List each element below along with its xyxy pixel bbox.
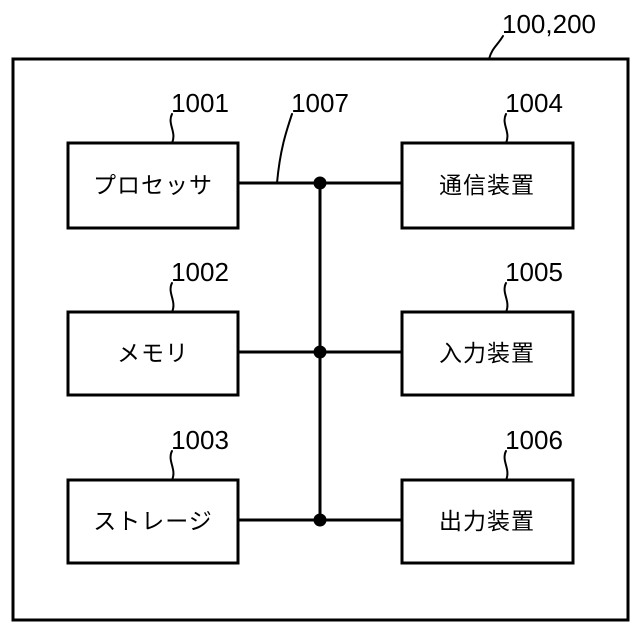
block-input-device-leader-line <box>503 282 509 313</box>
block-memory-label: メモリ <box>117 341 189 367</box>
bus-junction-dot-row-1 <box>313 176 327 190</box>
block-communication-device-box[interactable] <box>400 141 575 230</box>
bus-junction-dot-row-3 <box>313 513 327 527</box>
block-communication-device-label: 通信装置 <box>439 173 535 199</box>
bus-leader-line <box>276 113 293 184</box>
block-storage[interactable]: ストレージ <box>66 478 240 565</box>
block-input-device-box[interactable] <box>400 310 575 397</box>
block-memory-reference-number: 1002 <box>171 257 229 287</box>
block-memory[interactable]: メモリ <box>66 310 240 397</box>
block-output-device-reference-number: 1006 <box>505 425 563 455</box>
block-output-device-leader-line <box>503 450 509 481</box>
block-storage-reference-number: 1003 <box>171 425 229 455</box>
block-input-device-label: 入力装置 <box>439 341 535 367</box>
block-memory-box[interactable] <box>66 310 240 397</box>
block-storage-leader-line <box>169 450 175 481</box>
block-communication-device-reference-number: 1004 <box>505 88 563 118</box>
block-memory-leader-line <box>169 282 175 313</box>
block-output-device-box[interactable] <box>400 478 575 565</box>
block-input-device[interactable]: 入力装置 <box>400 310 575 397</box>
block-processor-label: プロセッサ <box>93 173 213 199</box>
block-storage-box[interactable] <box>66 478 240 565</box>
block-output-device[interactable]: 出力装置 <box>400 478 575 565</box>
block-output-device-label: 出力装置 <box>439 509 535 535</box>
bus-junction-dot-row-2 <box>313 345 327 359</box>
block-processor-reference-number: 1001 <box>171 88 229 118</box>
bus-reference-number: 1007 <box>291 88 349 118</box>
block-communication-device[interactable]: 通信装置 <box>400 141 575 230</box>
block-processor-leader-line <box>169 113 175 144</box>
block-processor[interactable]: プロセッサ <box>66 141 240 230</box>
block-processor-box[interactable] <box>66 141 240 230</box>
block-input-device-reference-number: 1005 <box>505 257 563 287</box>
outer-frame-reference-number: 100,200 <box>502 9 596 39</box>
block-communication-device-leader-line <box>503 113 509 144</box>
outer-frame-leader-line <box>488 35 504 60</box>
block-storage-label: ストレージ <box>93 509 213 535</box>
